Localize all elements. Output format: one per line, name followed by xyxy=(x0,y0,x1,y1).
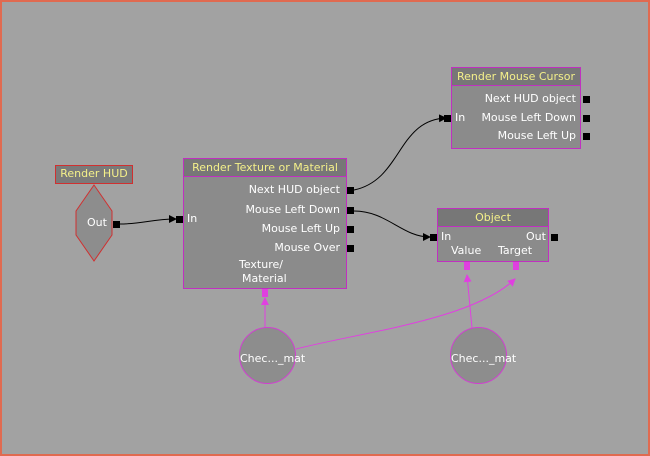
object-title: Object xyxy=(438,209,548,227)
render-texture-title: Render Texture or Material xyxy=(184,159,346,177)
render-mouse-cursor-next-hud-port[interactable] xyxy=(583,96,590,103)
render-texture-output-next-hud: Next HUD object xyxy=(248,183,340,196)
wire-hud-out-to-texture-in xyxy=(119,215,177,225)
render-texture-mouse-left-down-port[interactable] xyxy=(347,207,354,214)
variable-2-node[interactable]: Chec..._mat xyxy=(450,327,517,384)
render-texture-material-port[interactable] xyxy=(262,289,268,297)
render-texture-output-mouse-over: Mouse Over xyxy=(274,241,340,254)
object-value-label: Value xyxy=(451,244,482,257)
render-mouse-cursor-title: Render Mouse Cursor xyxy=(452,68,580,86)
render-hud-out-port[interactable] xyxy=(113,221,120,228)
render-texture-next-hud-port[interactable] xyxy=(347,187,354,194)
render-texture-texture-label: Texture/ xyxy=(239,258,283,271)
object-in-label: In xyxy=(441,230,452,243)
render-hud-out-label: Out xyxy=(87,216,107,229)
render-texture-output-mouse-left-up: Mouse Left Up xyxy=(261,222,340,235)
wire-var1-to-target xyxy=(295,278,516,350)
object-out-port[interactable] xyxy=(551,234,558,241)
variable-2-label: Chec..._mat xyxy=(451,352,517,365)
wire-var2-to-value xyxy=(463,274,473,329)
render-mouse-cursor-mouse-left-down-port[interactable] xyxy=(583,115,590,122)
render-hud-title-text: Render HUD xyxy=(60,167,128,180)
render-mouse-cursor-output-mouse-left-up: Mouse Left Up xyxy=(497,129,576,142)
wire-mouse-left-down-to-object-in xyxy=(353,210,431,241)
render-mouse-cursor-in-port[interactable] xyxy=(444,115,451,122)
render-mouse-cursor-output-next-hud: Next HUD object xyxy=(484,92,576,105)
wire-next-hud-to-cursor-in xyxy=(353,114,447,191)
render-texture-node[interactable]: Render Texture or Material xyxy=(183,158,347,289)
render-texture-mouse-over-port[interactable] xyxy=(347,245,354,252)
render-mouse-cursor-in-label: In xyxy=(455,111,466,124)
variable-1-label: Chec..._mat xyxy=(240,352,306,365)
object-in-port[interactable] xyxy=(430,234,437,241)
render-texture-in-label: In xyxy=(187,212,198,225)
render-hud-title[interactable]: Render HUD xyxy=(55,165,133,184)
render-mouse-cursor-output-mouse-left-down: Mouse Left Down xyxy=(481,111,576,124)
render-mouse-cursor-mouse-left-up-port[interactable] xyxy=(583,133,590,140)
render-hud-diamond[interactable] xyxy=(74,183,114,263)
render-texture-material-label: Material xyxy=(242,272,287,285)
object-node[interactable]: Object xyxy=(437,208,549,262)
render-texture-in-port[interactable] xyxy=(176,216,183,223)
object-out-label: Out xyxy=(526,230,546,243)
object-target-label: Target xyxy=(498,244,533,257)
variable-1-node[interactable]: Chec..._mat xyxy=(239,327,306,384)
render-texture-output-mouse-left-down: Mouse Left Down xyxy=(245,203,340,216)
render-mouse-cursor-node[interactable]: Render Mouse Cursor xyxy=(451,67,581,149)
object-target-port[interactable] xyxy=(513,262,519,270)
render-texture-mouse-left-up-port[interactable] xyxy=(347,226,354,233)
object-value-port[interactable] xyxy=(464,262,470,270)
